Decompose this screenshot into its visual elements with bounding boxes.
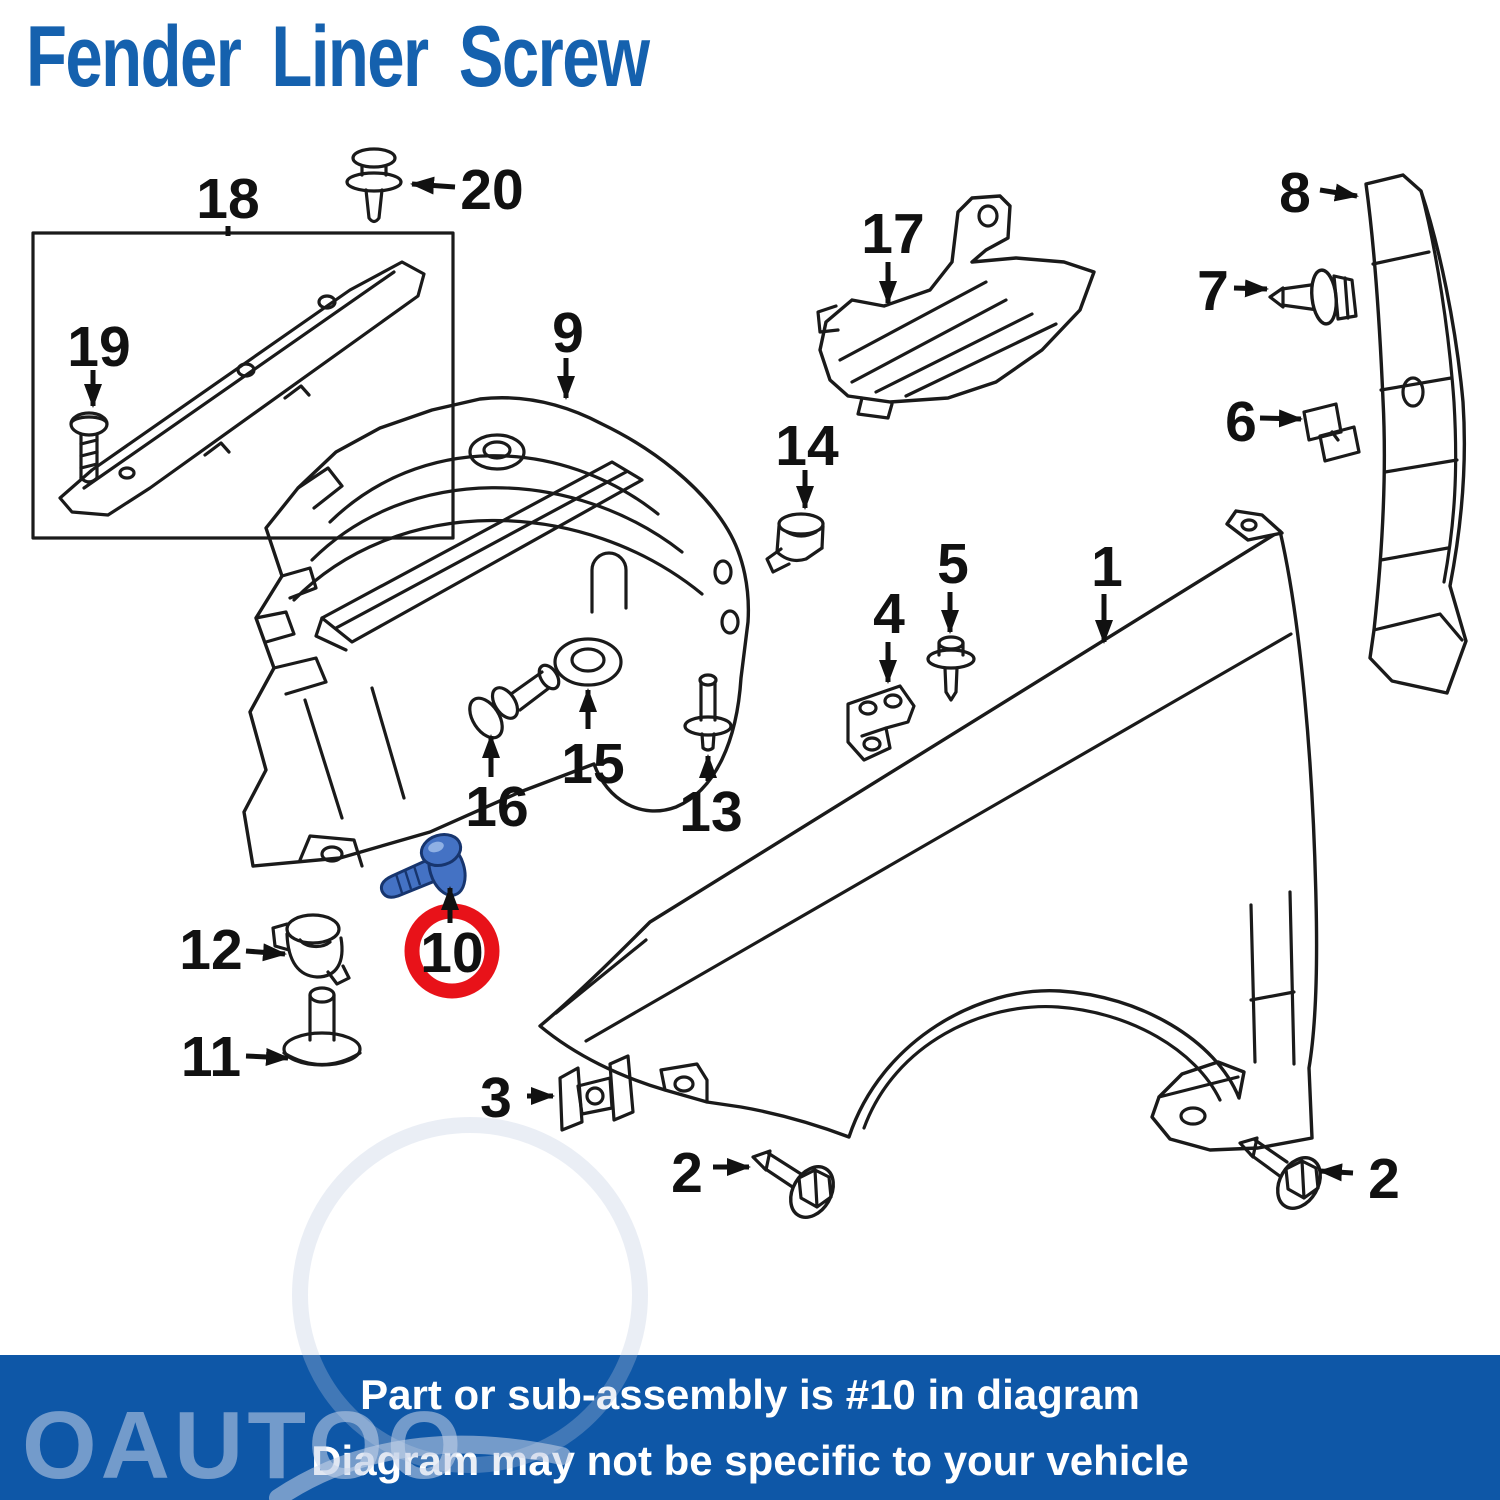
part-label-2-right: 2	[1368, 1147, 1400, 1211]
part-label-14: 14	[775, 414, 839, 478]
part-label-18: 18	[196, 167, 259, 231]
banner-line-1: Part or sub-assembly is #10 in diagram	[360, 1370, 1140, 1418]
part-20-push-pin	[345, 147, 403, 224]
callout-arrows	[84, 176, 1359, 1182]
part-label-16: 16	[465, 775, 528, 839]
part-13-bolt	[683, 673, 733, 752]
part-2-bolt-left	[751, 1149, 835, 1219]
part-label-11: 11	[181, 1025, 241, 1089]
part-14-clip	[765, 512, 825, 574]
part-label-19: 19	[67, 315, 130, 379]
part-label-10: 10	[420, 921, 483, 985]
part-8-cowl-bracket	[1364, 173, 1468, 695]
part-3-bracket	[558, 1054, 635, 1132]
part-label-2-left: 2	[671, 1141, 703, 1205]
part-16-rivet	[468, 663, 561, 740]
part-label-17: 17	[861, 202, 924, 266]
part-1-fender	[538, 509, 1319, 1152]
banner-line-2: Diagram may not be specific to your vehi…	[311, 1436, 1189, 1484]
part-5-bolt	[926, 635, 976, 702]
page-title: Fender Liner Screw	[26, 9, 650, 105]
part-17-splash-shield	[816, 194, 1096, 420]
part-label-8: 8	[1279, 161, 1311, 225]
screw-highlight	[428, 841, 444, 853]
part-label-7: 7	[1197, 259, 1229, 323]
info-banner: Part or sub-assembly is #10 in diagram D…	[0, 1355, 1500, 1500]
part-label-20: 20	[460, 158, 523, 222]
part-label-5: 5	[937, 532, 969, 596]
part-15-grommet	[553, 637, 623, 687]
part-9-fender-liner	[242, 396, 751, 868]
part-7-bolt	[1268, 268, 1358, 326]
part-12-clip-nut	[271, 913, 351, 986]
part-label-4: 4	[873, 582, 905, 646]
part-2-bolt-right	[1238, 1136, 1322, 1210]
part-labels: 18 20 19 9 17 14 16 15 13 5 4 1 8 7 6 12…	[67, 158, 1400, 1211]
screw-shaft	[380, 855, 442, 899]
part-11-stud	[282, 986, 362, 1067]
screw-ribs	[394, 865, 422, 894]
part-6-clip	[1302, 402, 1361, 463]
part-label-3: 3	[480, 1066, 512, 1130]
part-18-inset-box	[31, 231, 455, 540]
part-label-1: 1	[1091, 535, 1123, 599]
fender-liner-screw-part-10	[380, 833, 467, 899]
part-label-15: 15	[561, 732, 624, 796]
part-19-screw	[69, 411, 109, 484]
part-label-13: 13	[679, 780, 742, 844]
part-label-9: 9	[552, 301, 584, 365]
part-4-bracket	[846, 684, 916, 762]
part-label-12: 12	[179, 918, 242, 982]
part-label-6: 6	[1225, 390, 1257, 454]
